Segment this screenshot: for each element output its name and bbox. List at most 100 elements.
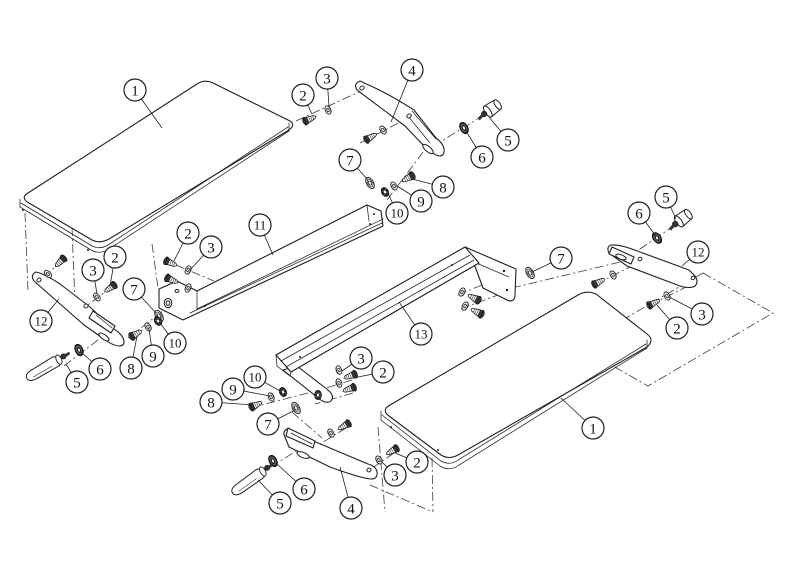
callout-balloon-5: 5 — [257, 479, 292, 515]
washer-icon — [378, 124, 389, 136]
svg-text:7: 7 — [130, 282, 138, 298]
callout-balloon-2: 2 — [173, 221, 200, 262]
flat-screw-icon — [162, 255, 179, 270]
clamp-knob-icon — [473, 97, 505, 125]
svg-text:5: 5 — [504, 133, 512, 149]
washer-icon — [266, 391, 276, 403]
pan-screw-icon — [465, 290, 483, 306]
callout-balloon-6: 6 — [627, 201, 656, 236]
pan-screw-icon — [127, 326, 145, 342]
pan-screw-icon — [468, 304, 486, 320]
svg-text:3: 3 — [698, 307, 706, 323]
clamp-lever-icon — [22, 349, 75, 383]
callout-balloon-7: 7 — [256, 409, 296, 436]
callout-balloon-3: 3 — [380, 460, 407, 487]
pan-screw-icon — [247, 398, 265, 413]
callout-balloon-7: 7 — [338, 148, 369, 181]
svg-text:6: 6 — [635, 206, 643, 222]
callout-balloon-2: 2 — [352, 360, 395, 384]
flat-washer-icon — [523, 265, 537, 281]
svg-text:11: 11 — [254, 218, 267, 233]
flat-screw-icon — [383, 443, 401, 459]
callout-balloon-3: 3 — [315, 66, 339, 107]
lock-washer-icon — [650, 230, 664, 246]
bracket-part-12-right — [607, 244, 698, 289]
svg-text:9: 9 — [417, 194, 425, 210]
svg-text:8: 8 — [439, 180, 447, 196]
svg-text:7: 7 — [264, 417, 272, 433]
flat-screw-icon — [301, 112, 318, 127]
frame-part-13 — [275, 246, 517, 403]
callout-balloon-6: 6 — [465, 130, 494, 169]
washer-icon — [373, 454, 384, 466]
svg-text:2: 2 — [673, 321, 681, 337]
callout-balloon-2: 2 — [394, 450, 429, 474]
callout-balloon-9: 9 — [221, 377, 271, 401]
washer-icon — [334, 377, 344, 389]
flat-screw-icon — [52, 253, 69, 270]
clamp-knob-icon — [664, 206, 695, 235]
callout-balloon-3: 3 — [341, 346, 373, 372]
callout-balloon-7: 7 — [122, 277, 157, 314]
callout-balloon-1: 1 — [560, 397, 605, 440]
svg-text:5: 5 — [662, 190, 670, 206]
washer-icon — [325, 427, 336, 439]
svg-text:8: 8 — [207, 395, 215, 411]
panel-part-1-bottom-right — [380, 291, 652, 470]
nut-icon — [314, 389, 322, 401]
washer-icon — [457, 286, 468, 298]
callout-balloon-5: 5 — [654, 185, 678, 220]
svg-text:1: 1 — [589, 421, 597, 437]
svg-text:4: 4 — [347, 501, 355, 517]
callout-balloon-10: 10 — [159, 322, 187, 355]
callout-balloon-5: 5 — [65, 363, 89, 394]
svg-text:4: 4 — [408, 63, 416, 79]
flat-screw-icon — [590, 275, 608, 290]
svg-text:3: 3 — [207, 240, 215, 256]
callout-balloon-8: 8 — [411, 175, 455, 199]
washer-icon — [143, 321, 154, 333]
callout-balloon-1: 1 — [123, 78, 163, 129]
callout-balloon-9: 9 — [396, 185, 433, 213]
washer-icon — [334, 364, 344, 376]
svg-text:7: 7 — [557, 251, 565, 267]
bracket-part-4-bottom — [283, 427, 378, 480]
callout-balloon-12: 12 — [681, 240, 710, 267]
svg-text:2: 2 — [299, 88, 307, 104]
svg-text:2: 2 — [379, 365, 387, 381]
svg-text:5: 5 — [73, 375, 81, 391]
rail-part-11 — [158, 204, 384, 321]
callout-balloon-6: 6 — [275, 462, 316, 501]
svg-text:8: 8 — [127, 361, 135, 377]
svg-text:3: 3 — [323, 71, 331, 87]
pan-screw-icon — [399, 170, 417, 186]
flat-screw-icon — [341, 382, 358, 396]
bracket-part-4-top — [355, 80, 445, 157]
svg-text:13: 13 — [415, 327, 428, 342]
callout-balloon-9: 9 — [141, 328, 165, 368]
flat-screw-icon — [362, 129, 380, 145]
svg-text:6: 6 — [300, 482, 308, 498]
callout-balloon-3: 3 — [668, 296, 714, 326]
callout-balloon-6: 6 — [80, 351, 112, 381]
callout-balloon-10: 10 — [243, 365, 283, 393]
svg-text:3: 3 — [89, 263, 97, 279]
nut-icon — [277, 385, 289, 399]
svg-text:5: 5 — [276, 496, 284, 512]
svg-text:2: 2 — [111, 250, 119, 266]
svg-text:1: 1 — [131, 83, 139, 99]
callout-balloon-5: 5 — [488, 116, 520, 152]
washer-icon — [183, 264, 193, 276]
callout-balloon-10: 10 — [385, 192, 409, 225]
clamp-lever-icon — [227, 460, 279, 498]
flat-washer-icon — [289, 400, 303, 416]
phantom-panel-outline — [577, 272, 774, 387]
svg-text:9: 9 — [149, 349, 157, 365]
frame-right-arm — [464, 246, 517, 302]
frame-bar — [275, 246, 480, 373]
svg-text:7: 7 — [346, 153, 354, 169]
svg-text:9: 9 — [229, 382, 237, 398]
